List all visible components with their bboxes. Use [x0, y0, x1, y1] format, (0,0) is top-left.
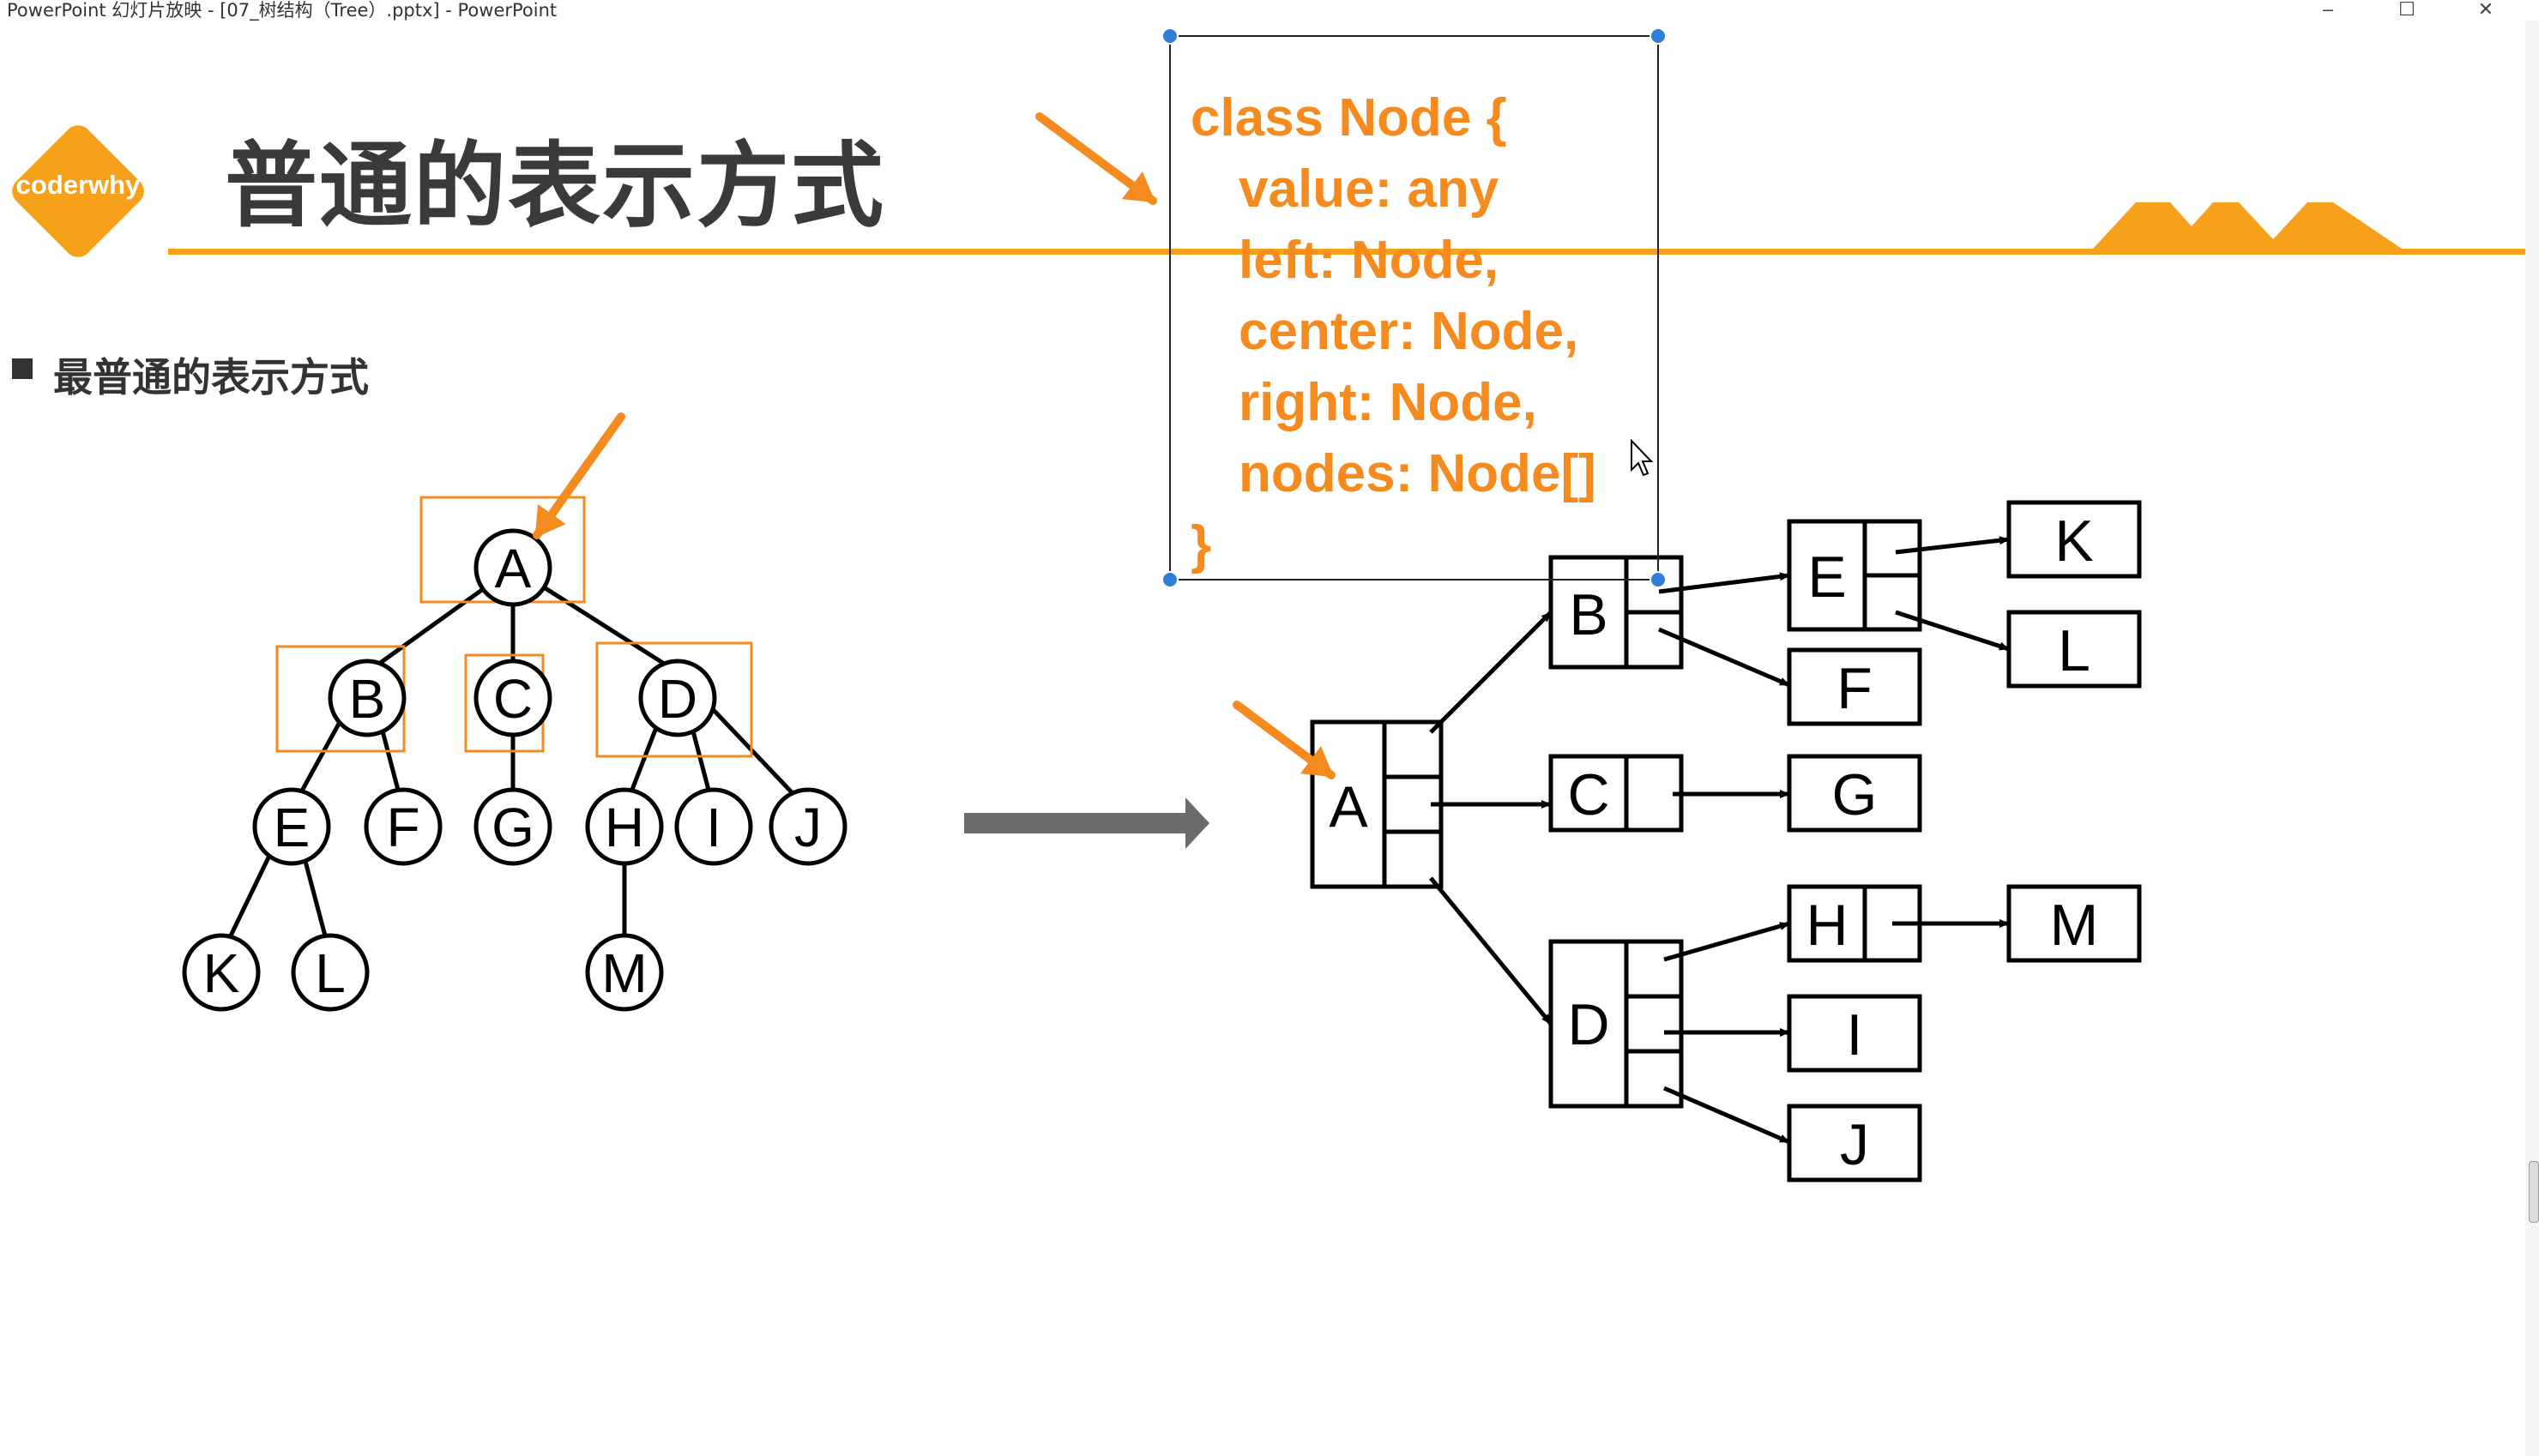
cursor-icon: [1631, 438, 1654, 477]
list-label-d: D: [1567, 992, 1609, 1057]
list-label-i: I: [1847, 1002, 1863, 1068]
tree-node-c: [473, 659, 552, 737]
code-line: nodes: Node[]: [1239, 444, 1596, 503]
logo-text: coderwhy: [15, 170, 141, 200]
tree-label-k: K: [203, 942, 240, 1004]
resize-handle[interactable]: [1649, 571, 1667, 588]
list-label-h: H: [1806, 893, 1848, 958]
tree-label-d: D: [658, 668, 697, 730]
slide: coderwhy 普通的表示方式 最普通的表示方式 class Node { va…: [0, 21, 2525, 1456]
tree-label-g: G: [492, 797, 534, 858]
orange-arrow-tree-root: [533, 412, 625, 539]
list-label-m: M: [2050, 893, 2099, 958]
tree-node-k: [182, 933, 261, 1012]
orange-arrow-list-root: [1233, 701, 1336, 779]
list-label-j: J: [1840, 1112, 1869, 1177]
tree-label-b: B: [349, 668, 386, 730]
minimize-button[interactable]: –: [2322, 0, 2334, 20]
list-label-g: G: [1832, 762, 1878, 827]
tree-node-i: [674, 787, 753, 866]
pointer-arrows: [1429, 536, 2010, 1145]
resize-handle[interactable]: [1161, 571, 1179, 588]
textbox-selection[interactable]: [1161, 21, 1667, 588]
tree-node-b: [328, 659, 407, 737]
transform-arrow: [964, 797, 1209, 849]
left-tree-edges: [219, 565, 810, 957]
code-line: class Node {: [1191, 88, 1507, 147]
linked-structure: [1310, 500, 2142, 1182]
code-line: right: Node,: [1239, 373, 1537, 432]
close-button[interactable]: ✕: [2477, 0, 2494, 20]
list-node-j: [1787, 1104, 1922, 1182]
code-textbox[interactable]: class Node { value: any left: Node, center:…: [1191, 82, 1596, 581]
vertical-scrollbar[interactable]: [2525, 21, 2539, 1456]
tree-label-f: F: [386, 797, 419, 858]
list-label-b: B: [1569, 582, 1607, 647]
code-line: center: Node,: [1239, 302, 1579, 361]
code-line: left: Node,: [1239, 231, 1499, 290]
header-rule: [168, 249, 2525, 255]
code-line: }: [1191, 515, 1212, 575]
maximize-button[interactable]: ☐: [2398, 0, 2415, 20]
slide-title: 普通的表示方式: [225, 133, 886, 240]
tree-node-m: [585, 933, 664, 1012]
window-titlebar: PowerPoint 幻灯片放映 - [07_树结构（Tree）.pptx] -…: [0, 0, 2539, 21]
bullet-text: 最普通的表示方式: [53, 354, 369, 400]
tree-label-c: C: [493, 668, 533, 730]
tree-label-h: H: [605, 797, 644, 858]
tree-label-i: I: [706, 797, 721, 858]
tree-label-e: E: [274, 797, 311, 858]
resize-handle[interactable]: [1649, 27, 1667, 45]
tree-node-a: [473, 528, 552, 607]
tree-node-f: [364, 787, 443, 866]
resize-handle[interactable]: [1161, 27, 1179, 45]
list-node-f: [1787, 647, 1922, 726]
bullet-square: [12, 358, 33, 379]
tree-node-l: [291, 933, 370, 1012]
tree-label-j: J: [794, 797, 822, 858]
tree-label-a: A: [495, 538, 532, 599]
highlight-box-d: [595, 641, 753, 758]
tree-diagrams: A B C D E F G H I J K L M: [182, 21, 2142, 1182]
tree-node-d: [638, 659, 717, 737]
list-label-e: E: [1807, 544, 1846, 610]
tree-node-e: [252, 787, 331, 866]
orange-arrow-code: [1035, 112, 1157, 205]
coderwhy-logo: coderwhy: [6, 119, 150, 263]
list-label-f: F: [1836, 656, 1873, 721]
list-label-c: C: [1567, 762, 1609, 827]
tree-node-h: [585, 787, 664, 866]
list-label-k: K: [2054, 508, 2093, 574]
tree-node-g: [473, 787, 552, 866]
tree-label-l: L: [315, 942, 346, 1004]
list-label-l: L: [2058, 618, 2090, 683]
list-label-a: A: [1329, 774, 1368, 839]
window-title: PowerPoint 幻灯片放映 - [07_树结构（Tree）.pptx] -…: [7, 0, 558, 21]
tree-label-m: M: [601, 942, 647, 1004]
tree-node-j: [769, 787, 847, 866]
code-line: value: any: [1239, 159, 1499, 219]
scrollbar-thumb[interactable]: [2529, 1161, 2539, 1223]
header-mountains: [2093, 202, 2402, 249]
slide-decoration: [168, 202, 2525, 255]
